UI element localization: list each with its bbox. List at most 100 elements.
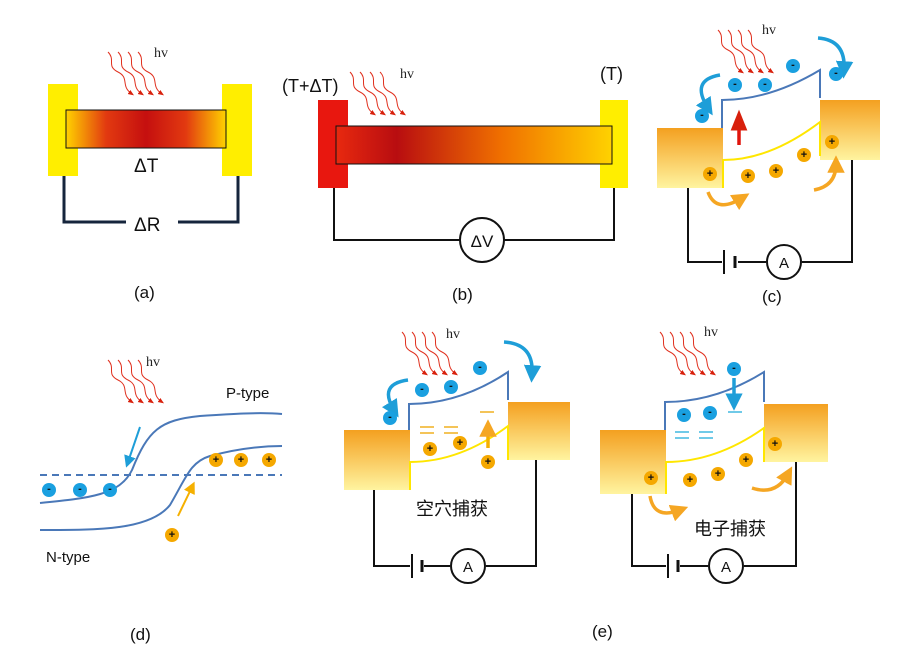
electron (42, 483, 56, 497)
circuit-wire (373, 460, 537, 567)
hole-sign: + (772, 438, 778, 450)
valence-band (409, 424, 509, 490)
hole-sign: + (648, 472, 654, 484)
right-block (820, 100, 880, 160)
hole (797, 148, 811, 162)
hole (453, 436, 467, 450)
trap-levels (675, 411, 742, 439)
panel-d: hv P-type - - - + + + + N-type (d) (39, 355, 283, 644)
electron-sign: - (708, 406, 712, 418)
electron-sign: - (791, 59, 795, 71)
conduction-band (39, 412, 283, 504)
thermoelectric-channel (335, 125, 613, 165)
panel-label-d: (d) (130, 625, 151, 644)
hole-arrow-right (813, 155, 845, 192)
hv-label: hv (400, 67, 414, 82)
electron (103, 483, 117, 497)
escape-arrow-right (503, 340, 542, 383)
hole-sign: + (743, 454, 749, 466)
electron (829, 67, 843, 81)
hole (711, 467, 725, 481)
panel-e-electron-trapping: hv - - - + + + + + 电子捕获 A (600, 325, 828, 584)
hole (423, 442, 437, 456)
electron-sign: - (478, 361, 482, 373)
panel-a: hv ΔT ΔR (a) (48, 46, 252, 302)
hole-arrow-left (706, 191, 750, 211)
voltmeter (459, 217, 505, 263)
trap-levels (420, 411, 494, 434)
panel-e-hole-trapping: hv - - - - + + + 空穴捕获 A (344, 327, 570, 584)
right-block (764, 404, 828, 462)
electron (728, 78, 742, 92)
hole-sign: + (485, 456, 491, 468)
hole (825, 135, 839, 149)
hole-arrow-left (648, 495, 689, 522)
ammeter-label: A (721, 559, 731, 576)
hv-label: hv (704, 325, 718, 340)
electron-sign: - (732, 362, 736, 374)
escape-arrow-left (695, 73, 721, 116)
electron-sign: - (108, 483, 112, 495)
hole (234, 453, 248, 467)
n-type-label: N-type (46, 549, 90, 566)
ammeter (708, 548, 744, 584)
hole (165, 528, 179, 542)
cold-temperature-label: (T) (600, 64, 623, 84)
electron (383, 411, 397, 425)
escape-arrow-right (817, 36, 854, 79)
hole (741, 169, 755, 183)
hole-sign: + (457, 437, 463, 449)
electron-drift-arrow (124, 426, 141, 468)
ammeter-label: A (463, 559, 473, 576)
electron-sign: - (682, 408, 686, 420)
electron (444, 380, 458, 394)
hv-label: hv (762, 23, 776, 38)
hole (644, 471, 658, 485)
hole-trapping-label: 空穴捕获 (416, 499, 488, 519)
hole-sign: + (169, 529, 175, 541)
electron-sign: - (420, 383, 424, 395)
valence-band (39, 445, 283, 531)
electron (786, 59, 800, 73)
left-block (600, 430, 666, 494)
electron-sign: - (733, 78, 737, 90)
left-block (344, 430, 410, 490)
hole-sign: + (238, 454, 244, 466)
electron-sign: - (388, 411, 392, 423)
valence-band (665, 426, 765, 494)
hole-sign: + (745, 170, 751, 182)
hole (768, 437, 782, 451)
electron (695, 109, 709, 123)
hole (769, 164, 783, 178)
hole-sign: + (213, 454, 219, 466)
circuit-wire (687, 160, 853, 263)
delta-v-label: ΔV (471, 232, 494, 251)
hole-sign: + (829, 136, 835, 148)
hole-sign: + (707, 168, 713, 180)
right-block (508, 402, 570, 460)
electron-trapping-label: 电子捕获 (694, 519, 766, 539)
right-contact (222, 84, 252, 176)
ammeter (450, 548, 486, 584)
delta-t-label: ΔT (134, 156, 159, 177)
p-type-label: P-type (226, 385, 269, 402)
panel-c: hv - - - - - + + + + + (657, 23, 880, 306)
escape-arrow-left (381, 378, 409, 418)
circuit-wire (62, 176, 240, 224)
hole (262, 453, 276, 467)
electron-sign: - (700, 109, 704, 121)
conduction-band (664, 370, 765, 430)
hole-sign: + (427, 443, 433, 455)
hole (703, 167, 717, 181)
electron-sign: - (78, 483, 82, 495)
ammeter-label: A (779, 255, 789, 272)
electron (703, 406, 717, 420)
hole (739, 453, 753, 467)
conduction-band (408, 370, 509, 430)
hole (481, 455, 495, 469)
electron (415, 383, 429, 397)
panel-label-b: (b) (452, 285, 473, 304)
panel-label-c: (c) (762, 287, 782, 306)
